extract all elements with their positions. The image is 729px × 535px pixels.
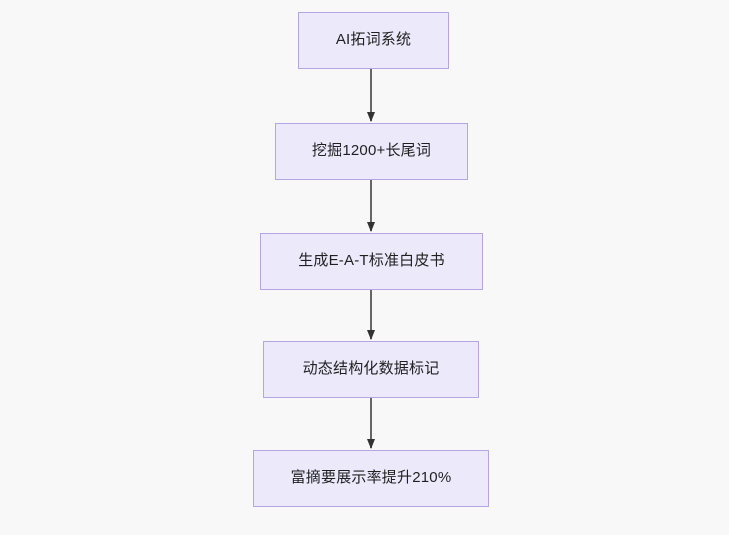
flow-node-generate-eat-whitepaper[interactable]: 生成E-A-T标准白皮书: [260, 233, 483, 290]
flow-node-ai-keyword-system[interactable]: AI拓词系统: [298, 12, 449, 69]
flow-node-rich-snippet-impression-lift[interactable]: 富摘要展示率提升210%: [253, 450, 489, 507]
flow-node-mine-longtail-keywords[interactable]: 挖掘1200+长尾词: [275, 123, 468, 180]
flow-node-label: 挖掘1200+长尾词: [311, 142, 432, 160]
flow-node-label: AI拓词系统: [335, 31, 412, 49]
flow-node-label: 生成E-A-T标准白皮书: [298, 252, 445, 270]
flow-node-label: 富摘要展示率提升210%: [290, 469, 452, 487]
flow-node-label: 动态结构化数据标记: [302, 360, 440, 378]
flow-node-dynamic-structured-data-markup[interactable]: 动态结构化数据标记: [263, 341, 479, 398]
